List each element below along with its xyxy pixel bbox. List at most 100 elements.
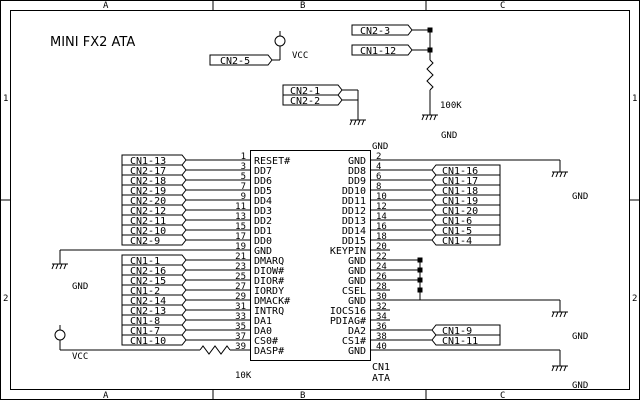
pin-name: GND [348, 346, 366, 357]
pin-name: GND [348, 256, 366, 267]
net-tag-label: CN2-10 [130, 226, 166, 237]
net-tag-label: CN1-10 [130, 336, 166, 347]
pin-name: DA0 [254, 326, 272, 337]
ground-symbol-icon [551, 365, 568, 372]
pin-number: 1 [241, 152, 246, 162]
pin-number: 6 [376, 172, 381, 182]
net-tag [121, 314, 187, 326]
net-tag-label: CN2-12 [130, 206, 166, 217]
gnd-label: GND [572, 332, 588, 342]
pin-name: DD11 [342, 196, 366, 207]
pin-number: 20 [376, 242, 387, 252]
pin-name: GND [254, 246, 272, 257]
right-ground-nets: GND GND GND [390, 159, 588, 391]
net-tag-label: CN2-1 [290, 86, 320, 97]
ground-symbol-icon [551, 171, 568, 178]
pin-number: 7 [241, 182, 246, 192]
chip-pin: 8 DD10 CN1-18 [342, 182, 501, 197]
net-tag [121, 224, 187, 236]
pin-name: DD5 [254, 186, 272, 197]
junction-dot [427, 27, 433, 33]
net-tag [121, 154, 187, 166]
net-tag-label: CN2-5 [220, 56, 250, 67]
net-tag-label: CN2-17 [130, 166, 166, 177]
pin-number: 15 [235, 222, 246, 232]
net-tag-label: CN2-2 [290, 96, 320, 107]
pin-name: DIOR# [254, 276, 284, 287]
pin-name: IORDY [254, 286, 284, 297]
pin-name: DD12 [342, 206, 366, 217]
net-tag [121, 294, 187, 306]
pin-name: GND [348, 266, 366, 277]
left-ground-net: GND [51, 249, 230, 292]
junction-dot [427, 47, 433, 53]
net-tag [282, 94, 343, 106]
net-tag-label: CN1-18 [442, 186, 478, 197]
net-tag [121, 334, 187, 346]
net-tag-label: CN1-20 [442, 206, 478, 217]
net-tag [351, 24, 413, 36]
pin-name: DD7 [254, 166, 272, 177]
pin-name: DD10 [342, 186, 366, 197]
pin-name: DD1 [254, 226, 272, 237]
chip-pin: 22 GND [348, 252, 420, 267]
net-tag [121, 164, 187, 176]
net-tag-label: CN2-16 [130, 266, 166, 277]
net-tag [121, 264, 187, 276]
pin-number: 26 [376, 272, 387, 282]
net-tag-label: CN1-7 [130, 326, 160, 337]
pin-number: 8 [376, 182, 381, 192]
net-tag [282, 84, 343, 96]
pin-name: IOCS16 [330, 306, 366, 317]
net-tag-label: CN1-12 [360, 46, 396, 57]
pin-name: CS0# [254, 336, 278, 347]
pin-name: DD15 [342, 236, 366, 247]
pin-name: CS1# [342, 336, 366, 347]
pin-name: DA2 [348, 326, 366, 337]
net-tag [121, 214, 187, 226]
net-tag-label: CN2-14 [130, 296, 166, 307]
pin-name: DA1 [254, 316, 272, 327]
net-tag-label: CN1-1 [130, 256, 160, 267]
net-tag [121, 234, 187, 246]
gnd-label: GND [572, 192, 588, 202]
vcc-connection: CN2-5 VCC [209, 31, 308, 67]
pin-number: 12 [376, 202, 387, 212]
border-col-label: A [103, 1, 109, 11]
net-tag-label: CN1-4 [442, 236, 472, 247]
pin-name: DD0 [254, 236, 272, 247]
pin-name: INTRQ [254, 306, 284, 317]
pin-number: 34 [376, 312, 387, 322]
net-tag [431, 214, 501, 226]
gnd-label: GND [572, 381, 588, 391]
vcc-label: VCC [72, 352, 88, 362]
pin-number: 39 [235, 342, 246, 352]
pin-number: 18 [376, 232, 387, 242]
net-tag-label: CN1-16 [442, 166, 478, 177]
net-tag-label: CN1-2 [130, 286, 160, 297]
net-tag-label: CN2-13 [130, 306, 166, 317]
pin-number: 11 [235, 202, 246, 212]
border-col-label: A [103, 391, 109, 400]
chip-body [250, 150, 371, 361]
pin-number: 22 [376, 252, 387, 262]
